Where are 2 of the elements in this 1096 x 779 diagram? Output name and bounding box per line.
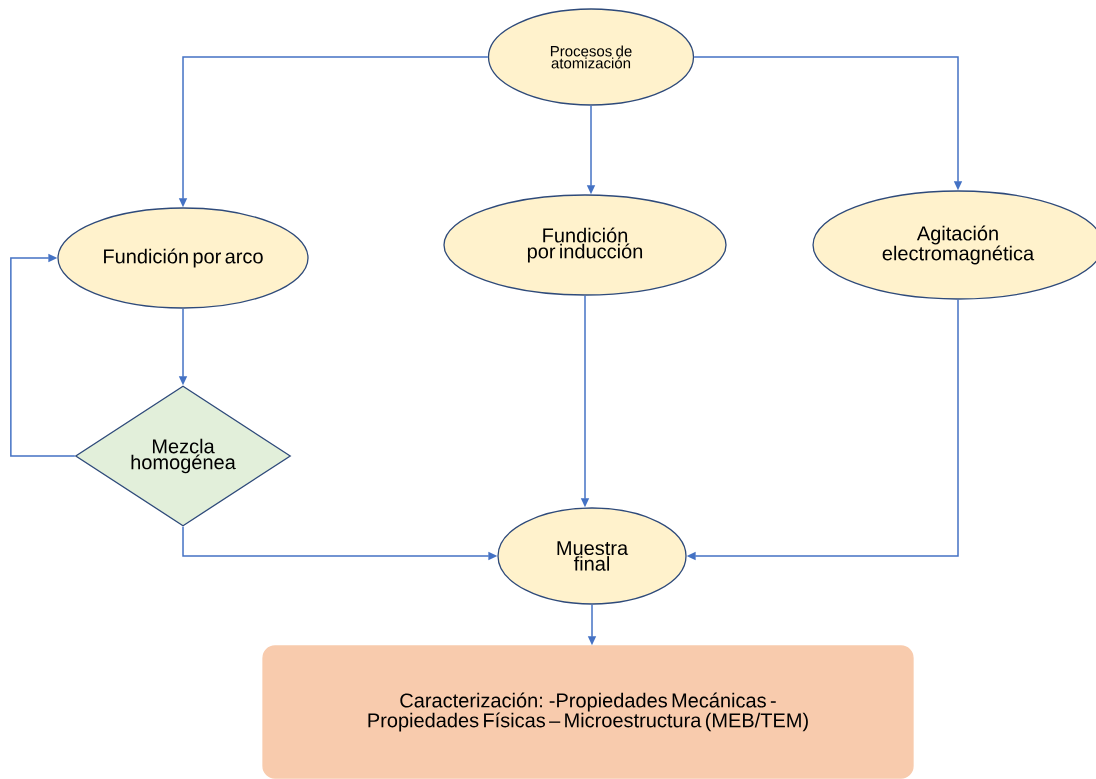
arrow [10,253,76,457]
result-box: Caracterización: -Propiedades Mecánicas - Propiedades Físicas – Microestructura (MEB/TEM) [262,645,914,779]
